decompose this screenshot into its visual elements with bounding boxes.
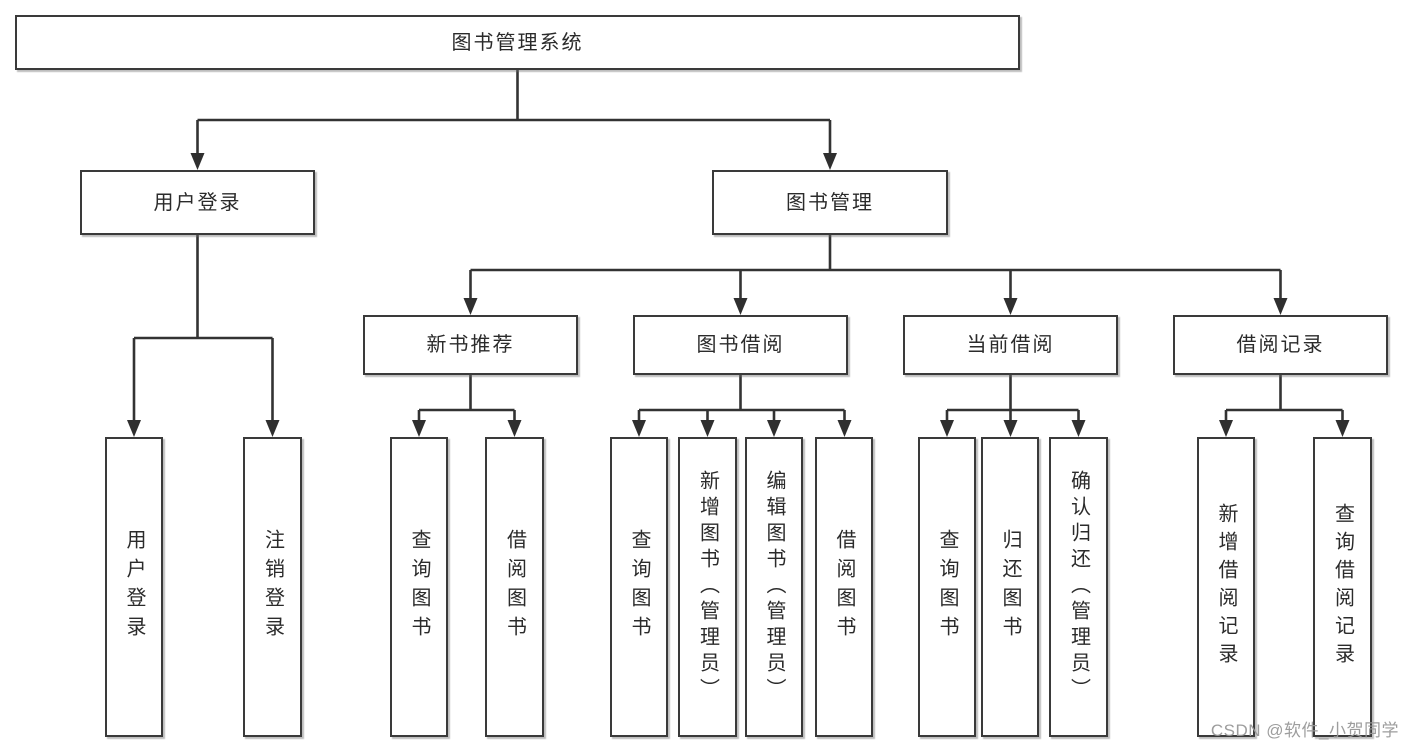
node-book-borrow: 图书借阅 <box>633 315 848 375</box>
leaf-add-book-admin: 新增图书（管理员） <box>678 437 737 737</box>
leaf-user-login: 用户登录 <box>105 437 163 737</box>
leaf-query-books-current: 查询图书 <box>918 437 976 737</box>
connector-new-book-rec-to-leaves <box>412 375 522 437</box>
leaf-return-book: 归还图书 <box>981 437 1039 737</box>
connector-root-to-level2 <box>190 70 837 170</box>
node-borrow-records: 借阅记录 <box>1173 315 1388 375</box>
leaf-borrow-books-recommend: 借阅图书 <box>485 437 544 737</box>
watermark: CSDN @软件_小贺同学 <box>1210 721 1399 740</box>
leaf-logout: 注销登录 <box>243 437 302 737</box>
node-book-mgmt: 图书管理 <box>712 170 948 235</box>
connector-book-mgmt-to-level3 <box>463 235 1288 315</box>
leaf-edit-book-admin: 编辑图书（管理员） <box>745 437 803 737</box>
leaf-confirm-return-admin: 确认归还（管理员） <box>1049 437 1108 737</box>
leaf-query-borrow-record: 查询借阅记录 <box>1313 437 1372 737</box>
connector-book-borrow-to-leaves <box>632 375 852 437</box>
node-user-login: 用户登录 <box>80 170 315 235</box>
leaf-borrow-books: 借阅图书 <box>815 437 873 737</box>
connector-current-borrow-to-leaves <box>940 375 1086 437</box>
connector-borrow-records-to-leaves <box>1219 375 1350 437</box>
leaf-query-books-recommend: 查询图书 <box>390 437 448 737</box>
node-root: 图书管理系统 <box>15 15 1020 70</box>
node-current-borrow: 当前借阅 <box>903 315 1118 375</box>
connector-user-login-to-leaves <box>127 235 280 437</box>
leaf-add-borrow-record: 新增借阅记录 <box>1197 437 1255 737</box>
leaf-query-books-borrow: 查询图书 <box>610 437 668 737</box>
node-new-book-rec: 新书推荐 <box>363 315 578 375</box>
